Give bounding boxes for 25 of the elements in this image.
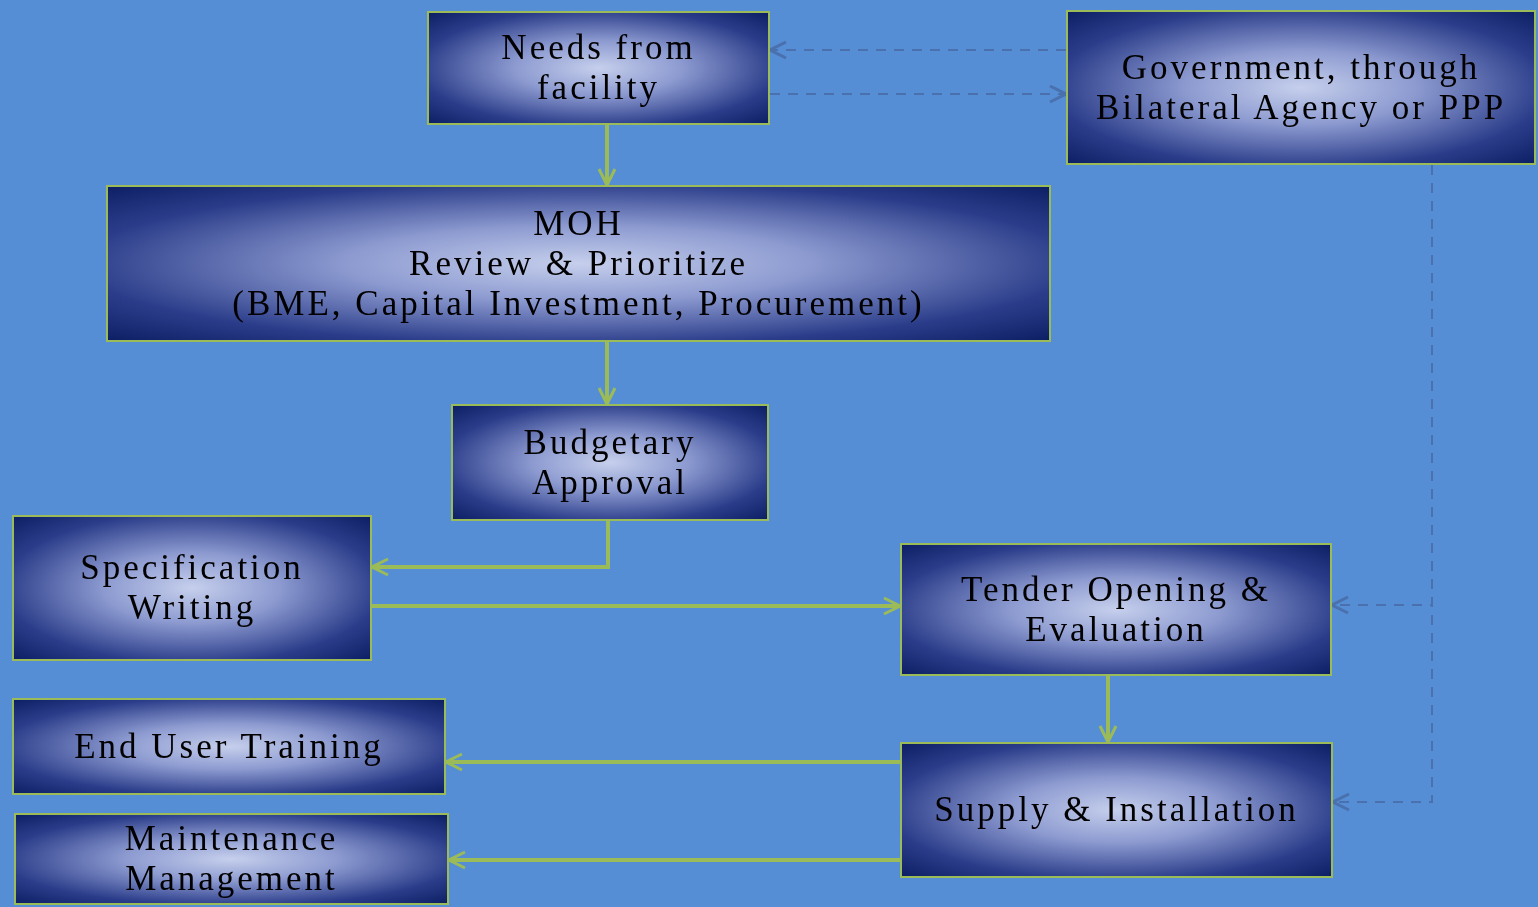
box-label: Government, through Bilateral Agency or PPP — [1094, 47, 1508, 128]
process-box — [12, 698, 446, 795]
box-label: Tender Opening & Evaluation — [960, 569, 1272, 650]
arrow — [1098, 676, 1118, 744]
process-box — [106, 185, 1051, 342]
box-label: (BME, Capital Investment, Procurement) — [232, 283, 925, 324]
box-label: Review & Prioritize — [409, 243, 748, 284]
box-label: Supply & Installation — [934, 790, 1299, 830]
box-label: Budgetary Approval — [522, 422, 698, 503]
arrow — [597, 125, 617, 187]
process-box — [900, 543, 1332, 676]
box-label: Needs from facility — [500, 28, 697, 108]
arrow — [769, 84, 1068, 104]
process-box — [1066, 10, 1536, 165]
process-box — [427, 11, 770, 125]
arrow — [597, 342, 617, 406]
process-box — [14, 813, 449, 905]
box-label: MOH — [533, 203, 624, 244]
arrow — [372, 596, 902, 616]
process-box — [900, 742, 1333, 878]
process-box — [451, 404, 769, 521]
process-box — [12, 515, 372, 661]
box-label: End User Training — [74, 726, 384, 767]
box-label: Maintenance Management — [123, 819, 340, 899]
box-label: Specification Writing — [79, 548, 305, 628]
